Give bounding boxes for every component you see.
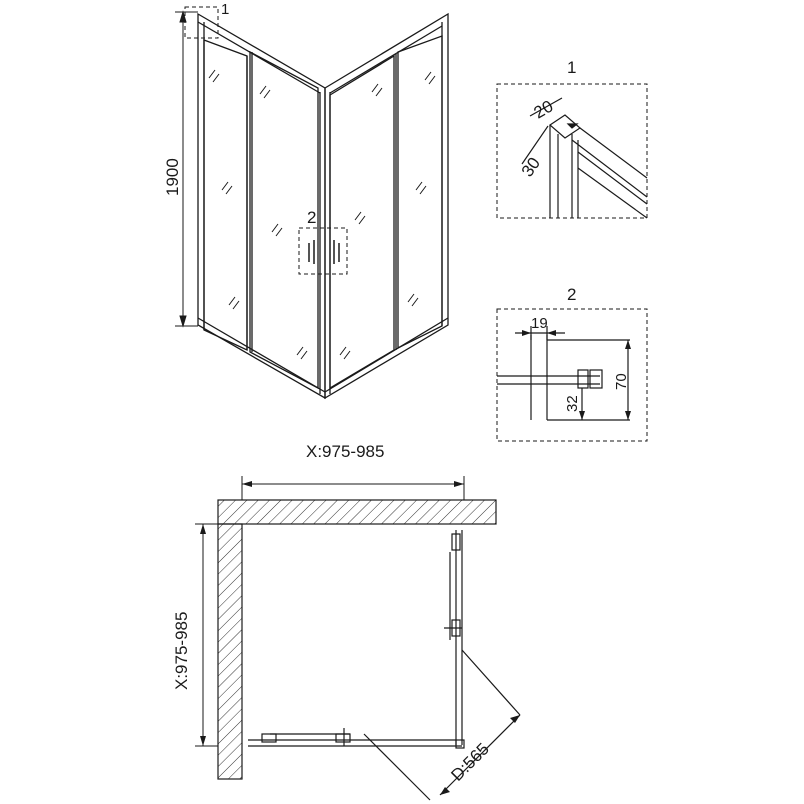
wall-top (217, 499, 497, 525)
detail-1-dim-30: 30 (518, 154, 544, 180)
detail-1: 1 20 30 (496, 58, 648, 219)
detail-2-dim-70: 70 (613, 373, 630, 390)
detail-2-dim-19: 19 (531, 315, 548, 332)
detail-1-title: 1 (567, 58, 576, 77)
height-dimension (175, 10, 198, 328)
right-enclosure (324, 12, 449, 400)
callout-box-2 (298, 227, 348, 275)
plan-x-left-label: X:975-985 (172, 612, 191, 690)
glass-glare-marks (208, 69, 436, 360)
detail-2-dim-32: 32 (564, 395, 581, 412)
plan-view: X:975-985 X:975-985 (172, 442, 521, 801)
detail-2-frame (496, 308, 648, 442)
detail-2: 2 19 70 (496, 285, 648, 442)
front-view (197, 12, 449, 400)
callout-label-1: 1 (221, 1, 229, 18)
detail-1-dim-20: 20 (531, 97, 557, 123)
wall-left (217, 523, 243, 780)
detail-2-title: 2 (567, 285, 576, 304)
height-dim-label: 1900 (163, 158, 182, 196)
left-enclosure (197, 12, 326, 400)
callout-label-2: 2 (307, 208, 316, 227)
plan-x-top-label: X:975-985 (306, 442, 384, 461)
door-handles (308, 240, 340, 264)
